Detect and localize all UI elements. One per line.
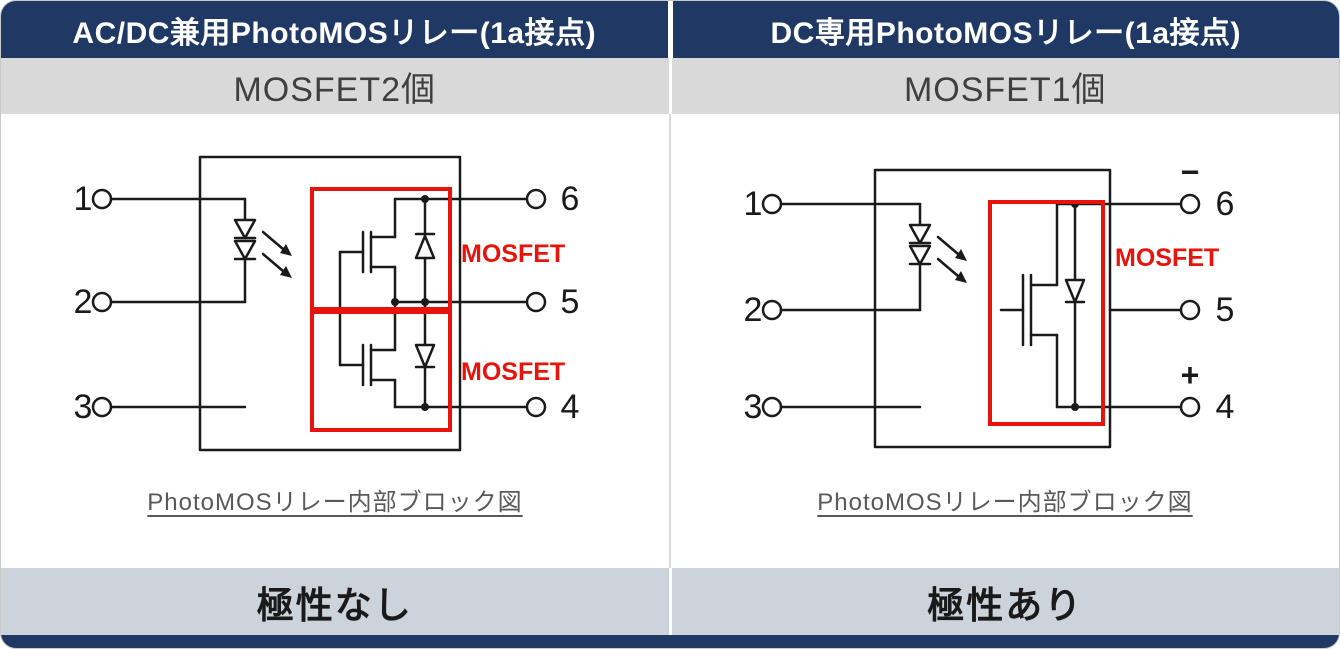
dc-relay-schematic-icon: 1 2 3 xyxy=(744,154,1235,449)
pin-label-3: 3 xyxy=(74,388,93,426)
light-arrows-icon xyxy=(936,235,967,283)
light-arrows-icon xyxy=(261,230,292,278)
output-rails xyxy=(391,195,529,411)
column-divider xyxy=(669,114,671,568)
plus-polarity-label: + xyxy=(1181,357,1200,393)
pin-label-1: 1 xyxy=(74,180,93,218)
column-divider xyxy=(668,58,672,114)
led-icon xyxy=(873,202,932,409)
body-diode-bottom-icon xyxy=(414,300,436,409)
left-subheader: MOSFET2個 xyxy=(1,58,669,114)
ic-body-outline xyxy=(198,155,462,452)
left-diagram-cell: 1 2 3 xyxy=(1,114,669,568)
mosfet-bottom-symbol xyxy=(338,300,397,409)
pin-label-4: 4 xyxy=(561,388,580,426)
right-diagram-cell: 1 2 3 xyxy=(671,114,1339,568)
left-polarity-footer: 極性なし xyxy=(1,568,669,635)
pin-label-6: 6 xyxy=(1216,185,1235,223)
footer-row: 極性なし 極性あり xyxy=(1,568,1339,635)
mosfet-highlight-box xyxy=(988,200,1105,426)
mosfet-label: MOSFET xyxy=(1115,244,1219,272)
column-divider xyxy=(668,568,672,635)
pin-label-2: 2 xyxy=(744,291,763,329)
minus-polarity-label: − xyxy=(1181,154,1200,190)
right-subheader: MOSFET1個 xyxy=(671,58,1339,114)
mosfet-top-label: MOSFET xyxy=(461,240,565,268)
body-diode-icon xyxy=(1064,202,1086,409)
mosfet-symbol xyxy=(999,202,1059,409)
input-pins: 1 2 3 xyxy=(744,185,877,426)
pin-label-1: 1 xyxy=(744,185,763,223)
input-pins: 1 2 3 xyxy=(74,180,202,426)
pin-label-2: 2 xyxy=(74,283,93,321)
ic-body-outline xyxy=(873,168,1112,449)
pin-label-5: 5 xyxy=(1216,291,1235,329)
pin-label-6: 6 xyxy=(561,180,580,218)
diagram-row: 1 2 3 xyxy=(1,114,1339,568)
column-divider xyxy=(667,1,673,58)
acdc-relay-schematic-icon: 1 2 3 xyxy=(74,155,580,452)
right-column-header: DC専用PhotoMOSリレー(1a接点) xyxy=(672,1,1339,58)
right-polarity-footer: 極性あり xyxy=(671,568,1339,635)
left-caption-link[interactable]: PhotoMOSリレー内部ブロック図 xyxy=(147,489,523,516)
subheader-row: MOSFET2個 MOSFET1個 xyxy=(1,58,1339,114)
left-circuit-diagram: 1 2 3 xyxy=(65,140,605,470)
pin-label-3: 3 xyxy=(744,388,763,426)
mosfet-highlight-box-top xyxy=(310,187,452,311)
output-pins: − 6 5 + 4 xyxy=(1179,154,1235,426)
left-column-header: AC/DC兼用PhotoMOSリレー(1a接点) xyxy=(1,1,668,58)
bottom-accent-bar xyxy=(1,635,1339,648)
right-circuit-diagram: 1 2 3 xyxy=(735,140,1275,470)
header-row: AC/DC兼用PhotoMOSリレー(1a接点) DC専用PhotoMOSリレー… xyxy=(1,1,1339,58)
right-caption-link[interactable]: PhotoMOSリレー内部ブロック図 xyxy=(817,489,1193,516)
output-pins: 6 5 4 xyxy=(525,180,580,426)
mosfet-highlight-box-bottom xyxy=(310,310,452,432)
pin-label-5: 5 xyxy=(561,283,580,321)
pin-label-4: 4 xyxy=(1216,388,1235,426)
body-diode-top-icon xyxy=(414,197,436,304)
mosfet-bottom-label: MOSFET xyxy=(461,358,565,386)
mosfet-top-symbol xyxy=(338,197,397,304)
led-icon xyxy=(198,197,257,409)
